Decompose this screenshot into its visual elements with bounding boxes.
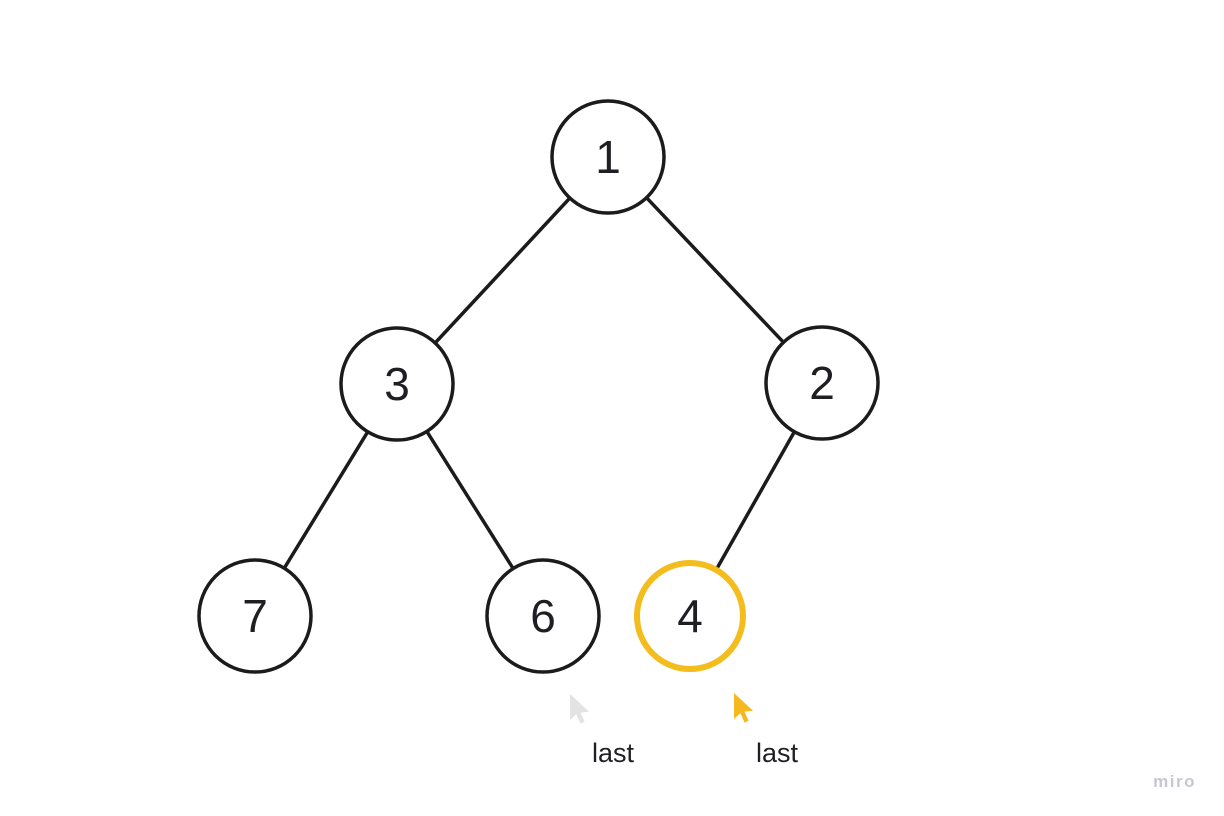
node-circle[interactable] (339, 326, 455, 442)
cursor-arrow-shape (734, 693, 753, 723)
collaborator-cursor-gray-icon (570, 694, 589, 724)
node-circle-highlighted[interactable] (634, 560, 746, 672)
miro-watermark: miro (1153, 772, 1196, 791)
tree-node-4[interactable]: 4 (634, 560, 746, 672)
cursor-label-last-yellow: last (755, 738, 799, 768)
cursor-arrow-shape (570, 694, 589, 724)
node-label: 3 (384, 358, 410, 410)
node-label: 7 (242, 590, 268, 642)
node-circle[interactable] (197, 558, 313, 674)
collaborator-cursor-yellow-icon (734, 693, 753, 723)
node-label: 6 (530, 590, 556, 642)
cursor-label-last-gray: last (591, 738, 635, 768)
tree-node-1[interactable]: 1 (550, 99, 666, 215)
node-label: 1 (595, 131, 621, 183)
tree-node-3[interactable]: 3 (339, 326, 455, 442)
node-circle[interactable] (485, 558, 601, 674)
tree-node-6[interactable]: 6 (485, 558, 601, 674)
tree-node-2[interactable]: 2 (764, 325, 880, 441)
tree-node-7[interactable]: 7 (197, 558, 313, 674)
node-label: 2 (809, 357, 835, 409)
node-label: 4 (677, 590, 703, 642)
node-circle[interactable] (550, 99, 666, 215)
node-circle[interactable] (764, 325, 880, 441)
